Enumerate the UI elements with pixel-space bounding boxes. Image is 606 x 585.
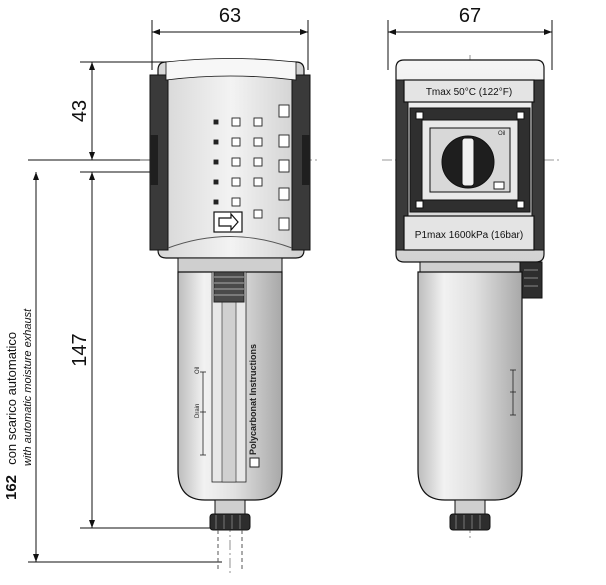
front-bowl-scale [200,371,206,456]
temperature-plate-text: Tmax 50°C (122°F) [426,87,512,98]
port-mounting-holes [415,111,525,209]
front-bowl-logo [249,457,260,468]
total-height-dimension: 162 [3,475,20,500]
side-view: Tmax 50°C (122°F) Oil P1max 1600kPa (16b… [395,59,545,531]
front-drain-fitting [209,499,251,570]
total-height-label-en: with automatic moisture exhaust [22,308,34,466]
flow-direction-icon [213,211,243,233]
total-height-label-it: con scarico automatico [4,332,19,465]
front-view: Oil Drain Polycarbonat Instructions [149,58,311,570]
side-drain-fitting [449,499,491,531]
regulator-knob [441,135,495,189]
pressure-plate-text: P1max 1600kPa (16bar) [415,230,523,241]
bowl-height-dimension: 147 [69,333,91,366]
svg-text:162 con scarico automati: 162 con scarico automatico [3,332,20,500]
dimension-lines [28,20,553,563]
side-width-dimension: 67 [459,5,481,27]
front-width-dimension: 63 [219,5,241,27]
side-bowl [417,271,523,501]
head-marker-grid [213,104,290,231]
side-gauge-mark: Oil [498,131,505,137]
dimension-arrows [33,29,552,562]
total-height-label: 162 con scarico automatico with automati… [3,308,34,500]
side-bowl-latch [519,261,543,299]
front-scale-mid-mark: Drain [195,404,201,418]
front-bowl-ribs [213,271,245,303]
front-bowl-label: Polycarbonat Instructions [248,344,258,455]
head-height-dimension: 43 [69,100,91,122]
front-scale-top-mark: Oil [195,367,201,374]
side-bowl-scale [510,369,516,416]
